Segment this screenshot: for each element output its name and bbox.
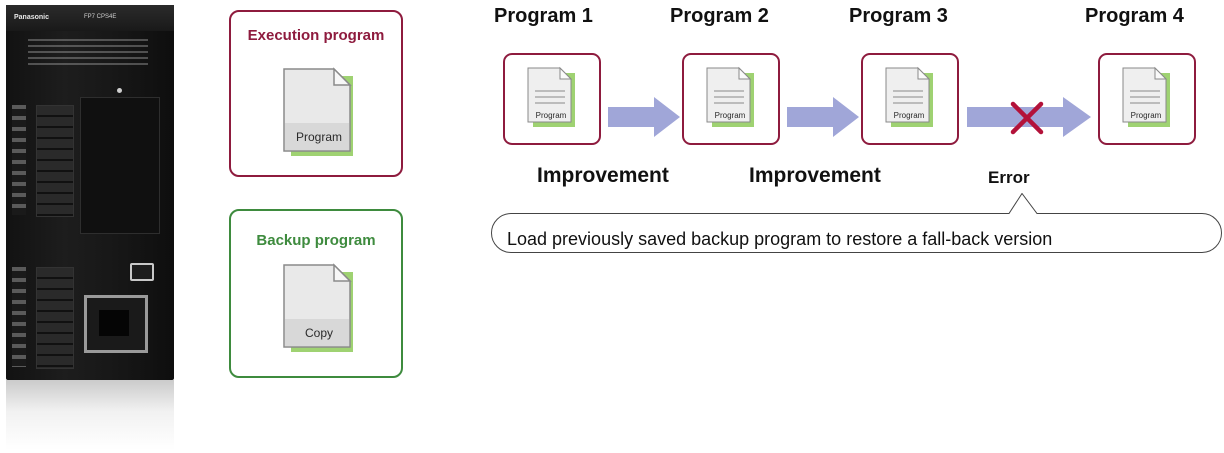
plc-status-legend (28, 39, 148, 67)
plc-indicator-column-bottom (12, 267, 26, 367)
plc-unit-image: Panasonic FP7 CPS4E (6, 5, 183, 450)
document-label: Copy (304, 326, 333, 340)
plc-display-panel (80, 97, 160, 234)
document-icon: Program (527, 66, 575, 127)
plc-usb-port (130, 263, 154, 281)
improvement-label: Improvement (749, 164, 881, 187)
backup-program-box: Backup program Copy (229, 209, 403, 378)
program-2-label: Program 2 (670, 5, 769, 27)
program-3-label: Program 3 (849, 5, 948, 27)
callout-text: Load previously saved backup program to … (507, 229, 1053, 249)
backup-program-title: Backup program (256, 232, 376, 249)
execution-program-box: Execution program Program (229, 10, 403, 177)
execution-program-title: Execution program (247, 27, 385, 44)
document-label: Program (893, 111, 925, 120)
plc-run-led (117, 88, 122, 93)
document-icon: Program (885, 66, 933, 127)
program-4-box: Program (1098, 53, 1196, 145)
plc-terminal-block-bottom (36, 267, 74, 369)
plc-body: Panasonic FP7 CPS4E (6, 5, 174, 380)
plc-lan-port (84, 295, 148, 353)
callout-bubble (491, 193, 1222, 253)
error-label: Error (988, 168, 1030, 187)
plc-indicator-column-top (12, 105, 26, 215)
plc-model-label: FP7 CPS4E (84, 14, 117, 20)
arrow-right-icon (608, 97, 680, 137)
document-icon: Program (1122, 66, 1170, 127)
program-1-box: Program (503, 53, 601, 145)
document-icon: Program (706, 66, 754, 127)
arrow-right-icon (787, 97, 859, 137)
document-icon: Copy (282, 263, 356, 355)
document-label: Program (1130, 111, 1162, 120)
plc-brand-label: Panasonic (14, 14, 50, 21)
program-2-box: Program (682, 53, 780, 145)
plc-reflection (6, 380, 174, 450)
plc-terminal-block-top (36, 105, 74, 217)
program-3-box: Program (861, 53, 959, 145)
document-label: Program (535, 111, 567, 120)
document-label: Program (295, 130, 342, 144)
improvement-label: Improvement (537, 164, 669, 187)
document-icon: Program (282, 67, 356, 159)
document-label: Program (714, 111, 746, 120)
error-cross-icon (1010, 101, 1044, 135)
program-1-label: Program 1 (494, 5, 593, 27)
program-4-label: Program 4 (1085, 5, 1184, 27)
